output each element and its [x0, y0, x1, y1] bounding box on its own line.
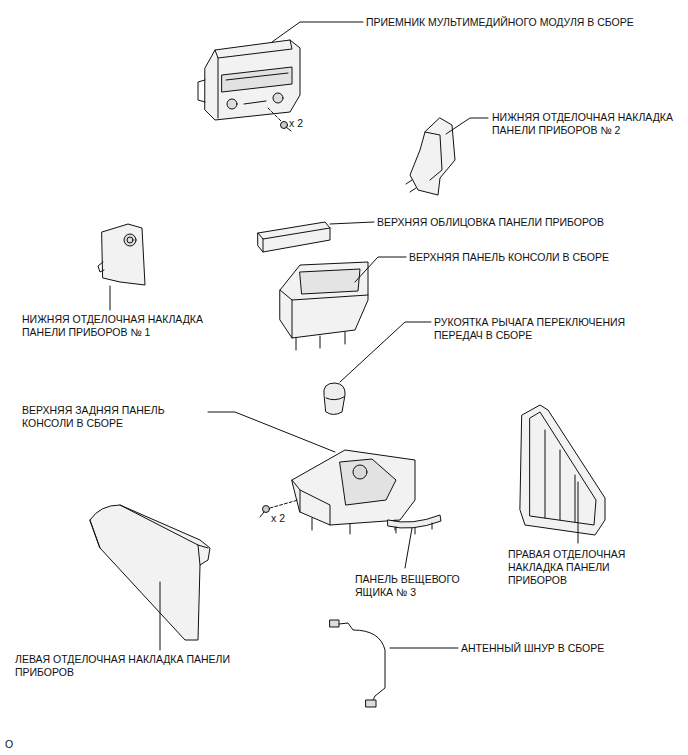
screw	[268, 108, 291, 131]
glovebox-panel-no3	[396, 523, 432, 534]
multimedia-receiver	[198, 80, 205, 102]
upper-cover	[258, 228, 330, 252]
leader-line	[390, 648, 458, 649]
console-rear-panel	[312, 518, 395, 534]
console-rear-panel	[292, 480, 330, 525]
leader-line	[340, 322, 431, 382]
leader-line	[272, 22, 363, 42]
console-upper-panel	[280, 290, 368, 338]
shift-knob	[324, 383, 345, 415]
antenna-cord	[339, 623, 385, 702]
screw	[268, 108, 281, 121]
left-trim	[90, 505, 210, 640]
part-label: АНТЕННЫЙ ШНУР В СБОРЕ	[461, 642, 604, 655]
console-upper-panel	[300, 269, 360, 294]
lower-trim-no2	[406, 118, 455, 195]
antenna-cord	[366, 700, 376, 707]
multimedia-receiver	[227, 99, 237, 109]
console-rear-panel	[340, 459, 396, 505]
lower-trim-no1	[127, 237, 133, 243]
figure-code: O	[5, 738, 13, 751]
lower-trim-no2	[410, 118, 455, 195]
part-label: НИЖНЯЯ ОТДЕЛОЧНАЯ НАКЛАДКА ПАНЕЛИ ПРИБОР…	[22, 313, 208, 339]
glovebox-panel-no3	[388, 515, 441, 534]
right-trim	[545, 430, 575, 522]
glovebox-panel-no3	[388, 515, 441, 528]
lower-trim-no2	[425, 132, 442, 180]
leader-line	[446, 118, 488, 134]
left-trim	[90, 505, 210, 640]
leader-line	[578, 482, 579, 543]
screw	[263, 506, 270, 513]
part-label: ВЕРХНЯЯ ЗАДНЯЯ ПАНЕЛЬ КОНСОЛИ В СБОРЕ	[22, 404, 202, 430]
screw	[260, 512, 264, 517]
screw	[270, 500, 298, 508]
console-upper-panel	[296, 332, 345, 350]
multimedia-receiver	[198, 40, 300, 120]
part-label: ВЕРХНЯЯ ПАНЕЛЬ КОНСОЛИ В СБОРЕ	[409, 251, 609, 264]
multimedia-receiver	[218, 58, 219, 118]
part-label: ВЕРХНЯЯ ОБЛИЦОВКА ПАНЕЛИ ПРИБОРОВ	[377, 216, 604, 229]
console-rear-panel	[353, 465, 367, 479]
leader-line	[405, 528, 412, 568]
shift-knob	[326, 397, 344, 400]
part-label: ПАНЕЛЬ ВЕЩЕВОГО ЯЩИКА № 3	[355, 573, 483, 599]
multimedia-receiver	[205, 40, 300, 120]
antenna-cord	[330, 620, 385, 707]
shift-knob	[324, 383, 345, 415]
part-label: ПРИЕМНИК МУЛЬТИМЕДИЙНОГО МОДУЛЯ В СБОРЕ	[366, 16, 634, 29]
multimedia-receiver	[226, 73, 288, 80]
multimedia-receiver	[244, 101, 266, 104]
antenna-cord	[330, 620, 339, 627]
quantity-label: x 2	[271, 512, 285, 525]
part-label: РУКОЯТКА РЫЧАГА ПЕРЕКЛЮЧЕНИЯ ПЕРЕДАЧ В С…	[434, 316, 666, 342]
lower-trim-no1	[124, 234, 136, 246]
part-label: ПРАВАЯ ОТДЕЛОЧНАЯ НАКЛАДКА ПАНЕЛИ ПРИБОР…	[508, 548, 648, 587]
lower-trim-no2	[406, 180, 416, 192]
console-rear-panel	[292, 450, 415, 525]
leader-line	[110, 286, 111, 310]
left-trim	[90, 505, 200, 565]
quantity-label: x 2	[289, 117, 303, 130]
multimedia-receiver	[273, 93, 283, 103]
multimedia-receiver	[215, 40, 292, 58]
leader-line	[160, 582, 161, 650]
upper-cover	[258, 222, 330, 252]
left-trim	[198, 545, 208, 548]
right-trim	[520, 405, 605, 535]
lower-trim-no1	[102, 224, 145, 285]
lower-trim-no1	[98, 224, 145, 285]
multimedia-receiver	[222, 67, 292, 92]
right-trim	[530, 412, 596, 525]
right-trim	[520, 405, 605, 535]
console-upper-panel	[280, 262, 368, 338]
leader-line	[208, 412, 335, 452]
part-label: НИЖНЯЯ ОТДЕЛОЧНАЯ НАКЛАДКА ПАНЕЛИ ПРИБОР…	[492, 111, 678, 137]
leader-line	[330, 222, 374, 224]
console-upper-panel	[280, 262, 368, 350]
lower-trim-no1	[98, 262, 104, 272]
upper-cover	[258, 222, 330, 252]
leader-line	[355, 257, 406, 282]
part-label: ЛЕВАЯ ОТДЕЛОЧНАЯ НАКЛАДКА ПАНЕЛИ ПРИБОРО…	[15, 653, 267, 679]
